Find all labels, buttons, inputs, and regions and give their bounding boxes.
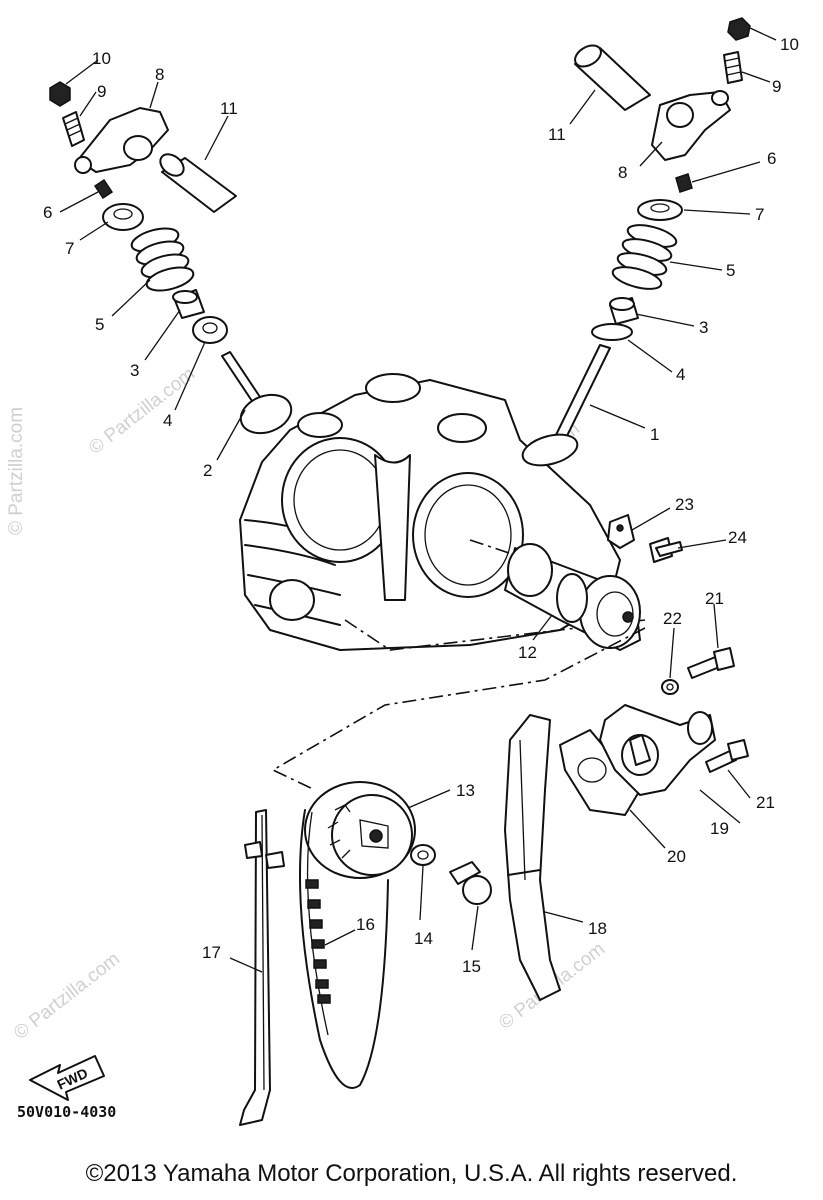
callout-2: 2: [203, 461, 212, 480]
valve-spring-left: [130, 227, 195, 292]
bolt-15: [449, 861, 492, 905]
callout-4-left: 4: [163, 411, 172, 430]
washer-22: [661, 679, 679, 695]
dashed-link-upper: [271, 627, 646, 791]
callout-6-right: 6: [767, 149, 776, 168]
collet-right: [675, 173, 693, 193]
valve-intake: [554, 344, 611, 441]
bolt-24: [649, 537, 683, 563]
watermark-left: © Partzilla.com: [6, 407, 27, 535]
watermark-lower-left: © Partzilla.com: [10, 949, 124, 1044]
callout-6-left: 6: [43, 203, 52, 222]
callout-14: 14: [414, 929, 433, 948]
callout-9-right: 9: [772, 77, 781, 96]
callout-16: 16: [356, 915, 375, 934]
callout-9-left: 9: [97, 82, 106, 101]
arrow-left-down-icon: [29, 1055, 105, 1101]
retainer-right: [637, 199, 683, 221]
callout-24: 24: [728, 528, 747, 547]
nut-left: [49, 81, 71, 107]
watermark-center: © Partzilla.com: [85, 364, 199, 459]
callout-labels: 10 9 8 11 6 7 5 3 4 2 10 9 11 8 6 7 5 3 …: [43, 35, 799, 976]
callout-10-right: 10: [780, 35, 799, 54]
rocker-arm-left: [77, 107, 169, 173]
callout-3-left: 3: [130, 361, 139, 380]
callout-18: 18: [588, 919, 607, 938]
valve-train-left: [49, 81, 293, 435]
callout-22: 22: [663, 609, 682, 628]
washer-14: [410, 844, 436, 866]
bolt-21-top: [687, 647, 735, 679]
leader-lines: [59, 27, 777, 973]
callout-23: 23: [675, 495, 694, 514]
spring-seat-right: [591, 323, 633, 341]
tensioner-19: [599, 704, 716, 796]
callout-19: 19: [710, 819, 729, 838]
callout-1: 1: [650, 425, 659, 444]
bolt-21-bottom: [705, 739, 749, 773]
callout-8-right: 8: [618, 163, 627, 182]
callout-3-right: 3: [699, 318, 708, 337]
collet-left: [93, 178, 114, 200]
callout-5-left: 5: [95, 315, 104, 334]
nut-right: [727, 17, 751, 41]
callout-8-left: 8: [155, 65, 164, 84]
sprocket-13: [304, 781, 416, 879]
gasket-20: [559, 729, 641, 816]
callout-21-top: 21: [705, 589, 724, 608]
callout-11-right: 11: [548, 125, 566, 144]
callout-17: 17: [202, 943, 221, 962]
callout-15: 15: [462, 957, 481, 976]
callout-7-right: 7: [755, 205, 764, 224]
plate-23: [607, 514, 635, 549]
callout-21-bottom: 21: [756, 793, 775, 812]
valve-exhaust: [221, 351, 263, 405]
diagram-code: 50V010-4030: [17, 1103, 117, 1121]
callout-7-left: 7: [65, 239, 74, 258]
callout-20: 20: [667, 847, 686, 866]
chain-links: [305, 879, 331, 1004]
guide-17: [239, 809, 285, 1126]
adjust-screw-left: [62, 111, 85, 147]
guide-18: [504, 714, 561, 1001]
callout-13: 13: [456, 781, 475, 800]
valve-spring-right: [611, 224, 678, 290]
valve-train-right: [521, 17, 751, 467]
callout-12: 12: [518, 643, 537, 662]
camshaft: [504, 543, 641, 651]
callout-5-right: 5: [726, 261, 735, 280]
fwd-arrow: FWD: [29, 1055, 105, 1101]
retainer-left: [102, 203, 144, 231]
copyright-notice: ©2013 Yamaha Motor Corporation, U.S.A. A…: [85, 1160, 738, 1187]
spring-seat-left: [192, 316, 228, 344]
callout-4-right: 4: [676, 365, 685, 384]
callout-10-left: 10: [92, 49, 111, 68]
chain-16: [299, 809, 389, 1089]
callout-11-left: 11: [220, 99, 238, 118]
